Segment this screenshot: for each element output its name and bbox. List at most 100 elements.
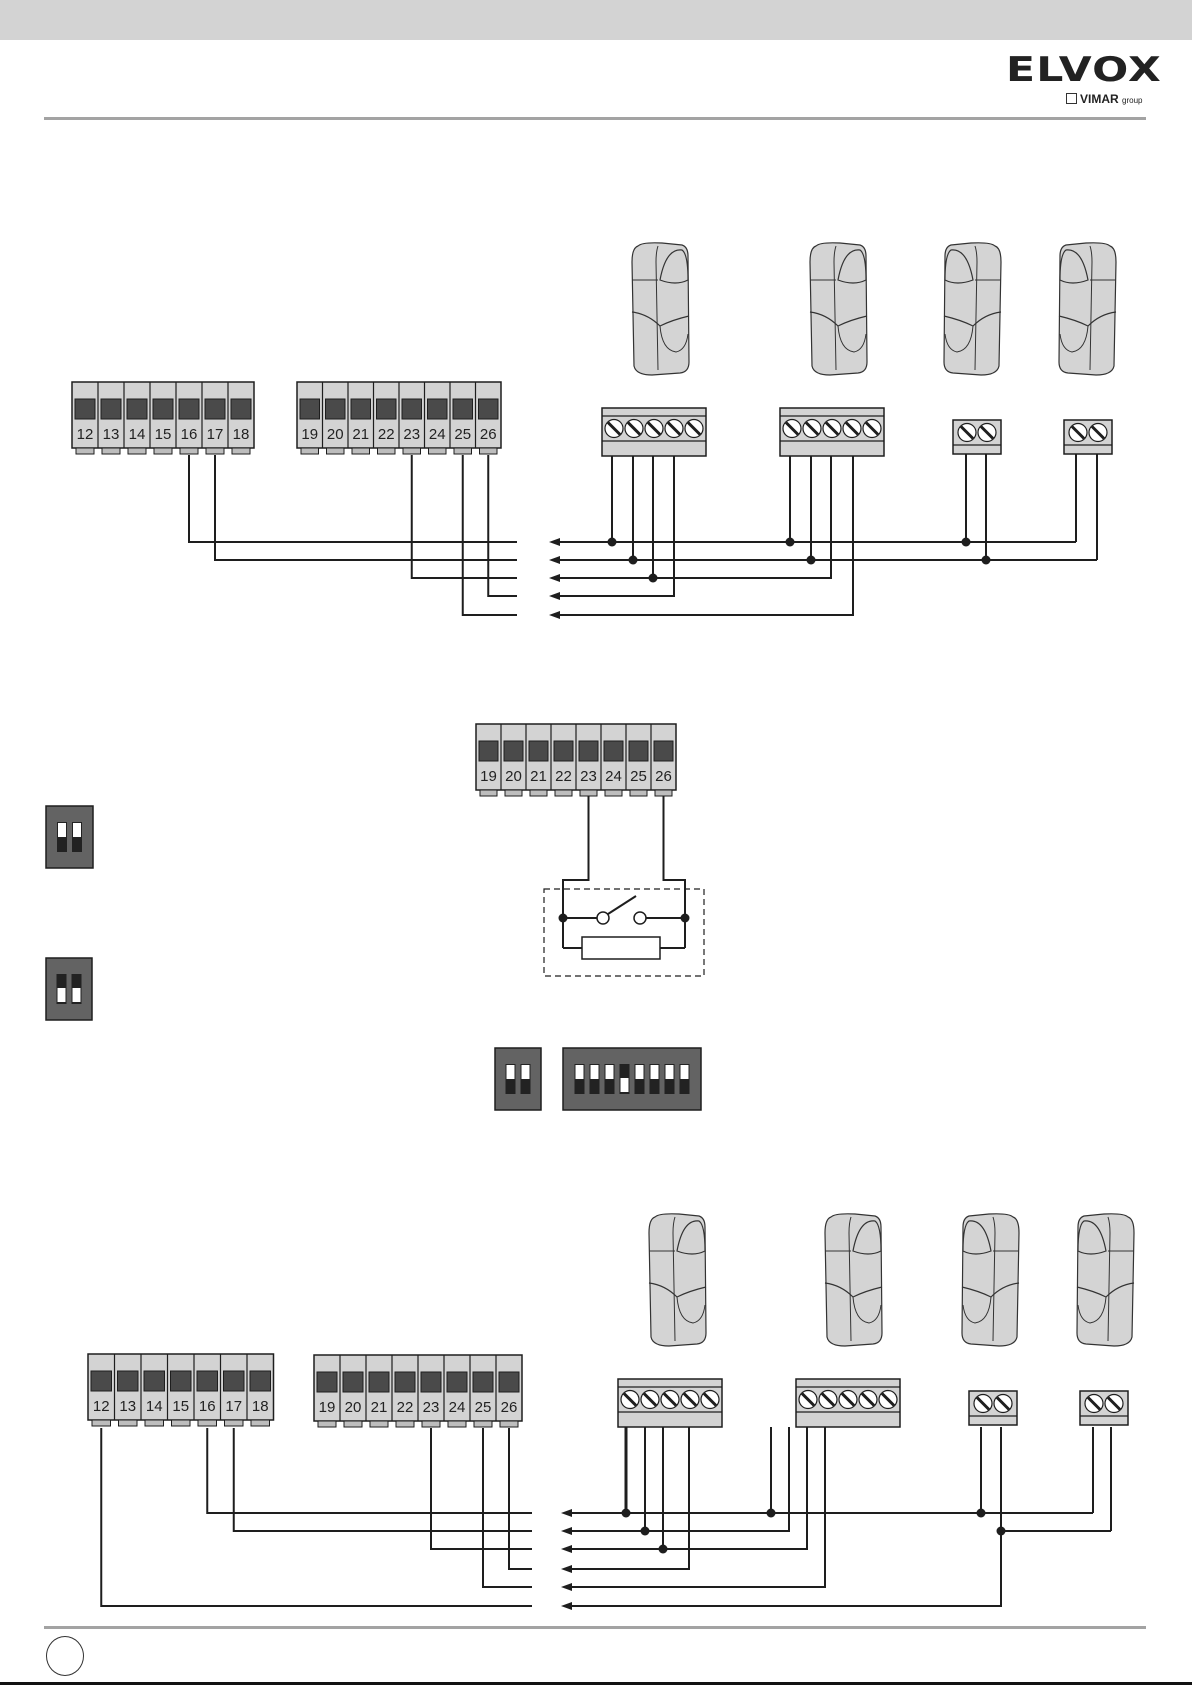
terminal-screw-window [351,399,371,419]
arrow-head-icon [561,1509,572,1517]
terminal-foot [505,790,522,796]
wire [572,1427,825,1587]
arrow-head-icon [549,538,560,546]
terminal-foot [119,1420,138,1426]
dip-switch-bank [563,1048,701,1110]
junction-dot [649,574,658,583]
junction-dot [767,1509,776,1518]
terminal-label: 14 [129,426,146,443]
terminal-foot [76,448,94,454]
terminal-block-left: 12131415161718 [72,382,254,454]
arrow-head-icon [549,574,560,582]
dip-switch-body [495,1048,541,1110]
terminal-label: 22 [378,426,395,443]
wire [572,1427,689,1569]
wire [560,456,674,596]
terminal-label: 25 [454,426,471,443]
terminal-label: 26 [655,768,672,785]
terminal-screw-window [343,1372,363,1392]
terminal-foot [422,1421,440,1427]
terminal-foot [232,448,250,454]
terminal-block-right-3: 1920212223242526 [314,1355,522,1427]
photocell-terminal-tx [602,408,706,456]
junction-dot [786,538,795,547]
terminal-screw-window [205,399,225,419]
terminal-screw-window [395,1372,415,1392]
terminal-label: 26 [501,1399,518,1416]
terminal-screw-window [377,399,397,419]
junction-dot [962,538,971,547]
terminal-foot [429,448,447,454]
terminal-label: 19 [480,768,497,785]
terminal-screw-window [75,399,95,419]
terminal-label: 18 [252,1398,269,1415]
photocell-device [962,1214,1019,1346]
terminal-label: 22 [397,1399,414,1416]
terminal-screw-window [421,1372,441,1392]
terminal-foot [206,448,224,454]
terminal-label: 21 [371,1399,388,1416]
terminal-label: 18 [233,426,250,443]
resistor-icon [582,937,660,959]
junction-dot [997,1527,1006,1536]
switch-contact-icon [634,912,646,924]
terminal-foot [655,790,672,796]
wire [189,455,517,542]
terminal-foot [370,1421,388,1427]
terminal-screw-window [127,399,147,419]
terminal-foot [128,448,146,454]
terminal-label: 20 [505,768,522,785]
terminal-screw-window [101,399,121,419]
wire [463,455,517,615]
terminal-label: 15 [172,1398,189,1415]
dip-switch-toggle [651,1065,659,1079]
terminal-foot [318,1421,336,1427]
terminal-screw-window [554,741,573,761]
wire [101,1428,532,1606]
wire [572,1427,1001,1606]
dip-switch-toggle [666,1065,674,1079]
terminal-foot [198,1420,217,1426]
terminal-foot [580,790,597,796]
terminal-foot [180,448,198,454]
arrow-head-icon [561,1602,572,1610]
wire [563,796,589,918]
photocell-terminal-2a-3 [969,1391,1017,1425]
terminal-label: 14 [146,1398,163,1415]
arrow-head-icon [561,1527,572,1535]
terminal-screw-window [402,399,422,419]
terminal-label: 22 [555,768,572,785]
terminal-screw-window [91,1371,112,1391]
dip-switch-toggle [73,988,81,1002]
terminal-screw-window [118,1371,139,1391]
junction-dot [681,914,690,923]
photocell-device [1059,243,1116,375]
wire [234,1428,532,1531]
wire [215,455,517,560]
junction-dot [608,538,617,547]
junction-dot [982,556,991,565]
terminal-foot [480,790,497,796]
terminal-label: 24 [429,426,446,443]
junction-dot [559,914,568,923]
terminal-screw-window [171,1371,192,1391]
terminal-foot [403,448,421,454]
terminal-label: 12 [93,1398,110,1415]
photocell-terminal-2a [953,420,1001,454]
terminal-label: 20 [327,426,344,443]
photocell-device [825,1214,882,1346]
terminal-label: 23 [423,1399,440,1416]
arrow-head-icon [549,611,560,619]
terminal-foot [154,448,172,454]
terminal-foot [530,790,547,796]
terminal-foot [605,790,622,796]
terminal-foot [480,448,498,454]
terminal-foot [378,448,396,454]
dip-switch-toggle [522,1065,530,1079]
terminal-label: 19 [301,426,318,443]
terminal-foot [630,790,647,796]
terminal-screw-window [179,399,199,419]
arrow-head-icon [561,1565,572,1573]
terminal-screw-window [479,741,498,761]
terminal-screw-window [317,1372,337,1392]
